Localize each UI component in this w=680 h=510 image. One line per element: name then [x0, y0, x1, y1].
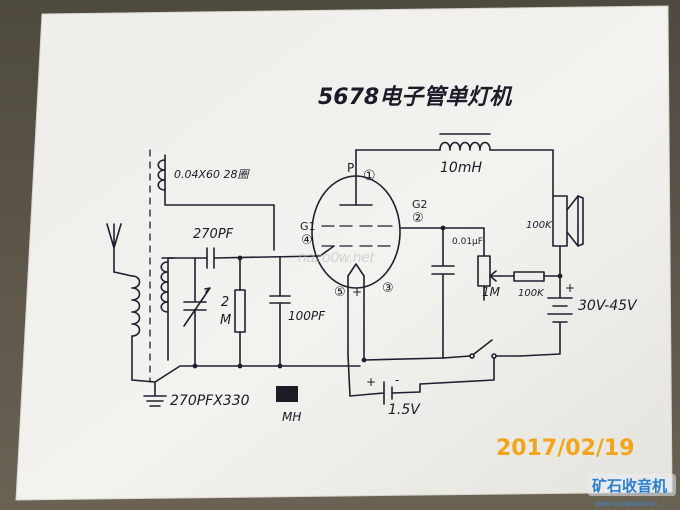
- junction-dot: [192, 363, 198, 369]
- choke-label: 10mH: [440, 160, 482, 176]
- plate-pin: ①: [363, 168, 376, 184]
- cap-001-label: 0.01μF: [452, 237, 483, 247]
- res-2m-top: 2: [221, 295, 229, 310]
- coil-label: 0.04X60 28圈: [174, 168, 251, 181]
- pin5-label: ⑤: [334, 285, 346, 300]
- site-watermark: 矿石收音机 www.crystalradio.cn: [588, 474, 676, 508]
- cap-100-label: 100PF: [288, 309, 326, 323]
- res-100k-label: 100K: [518, 288, 545, 299]
- antenna-coil: [113, 271, 141, 381]
- pin3-label: ③: [382, 281, 394, 296]
- cap-270-label: 270PF: [193, 227, 234, 242]
- ink-smudge: [276, 386, 298, 402]
- res-2m-bottom: M: [220, 313, 231, 328]
- g1-pin: ④: [301, 233, 313, 248]
- g2-label: G2: [412, 198, 428, 211]
- junction-dot: [440, 225, 446, 231]
- plus-c: +: [366, 375, 376, 389]
- junction-dot: [237, 255, 243, 261]
- antenna-symbol: [106, 223, 122, 273]
- g2-pin: ②: [412, 211, 424, 226]
- junction-dot: [277, 363, 283, 369]
- batt-lv-label: 1.5V: [388, 402, 421, 418]
- power-switch: [419, 339, 521, 385]
- watermark-url: www.crystalradio.cn: [594, 501, 657, 508]
- potentiometer-1m: [477, 255, 501, 301]
- battery-1v5: [371, 381, 421, 405]
- minus-label: -: [395, 373, 399, 387]
- plus-b: +: [565, 281, 575, 295]
- rf-choke-10mh: [439, 133, 554, 197]
- plate-label: P: [347, 161, 354, 175]
- ground-symbol: [143, 381, 167, 407]
- var-cap-label: 270PFX330: [170, 393, 250, 409]
- headphone-label: 100K: [526, 220, 553, 231]
- grid-capacitor-270pf: [167, 247, 321, 269]
- capacitor-0-01uf: [431, 227, 455, 359]
- ground-rail: [131, 365, 361, 383]
- watermark-title: 矿石收音机: [592, 477, 667, 495]
- g1-label: G1: [300, 220, 316, 233]
- diagram-title: 5678电子管单灯机: [318, 84, 513, 110]
- capacitor-100pf: [269, 257, 291, 367]
- variable-capacitor: [183, 257, 211, 367]
- date-stamp: 2017/02/19: [496, 436, 635, 461]
- pot-label: 1M: [482, 285, 501, 299]
- grid-wire: [319, 245, 335, 257]
- resistor-100k: [499, 271, 561, 282]
- ghost-watermark: nazo0w.net: [298, 249, 375, 266]
- vacuum-tube: [311, 149, 401, 356]
- screen-wire: [399, 227, 485, 257]
- headphone-symbol: [552, 195, 584, 277]
- filament-wire: [347, 354, 373, 397]
- battery-hv: [519, 275, 573, 357]
- batt-hv-label: 30V-45V: [578, 298, 638, 314]
- grid-leak-resistor: [234, 257, 246, 367]
- junction-dot: [361, 357, 367, 363]
- junction-dot: [237, 363, 243, 369]
- var-cap-unit: MH: [282, 410, 301, 424]
- plus-a: +: [352, 285, 362, 299]
